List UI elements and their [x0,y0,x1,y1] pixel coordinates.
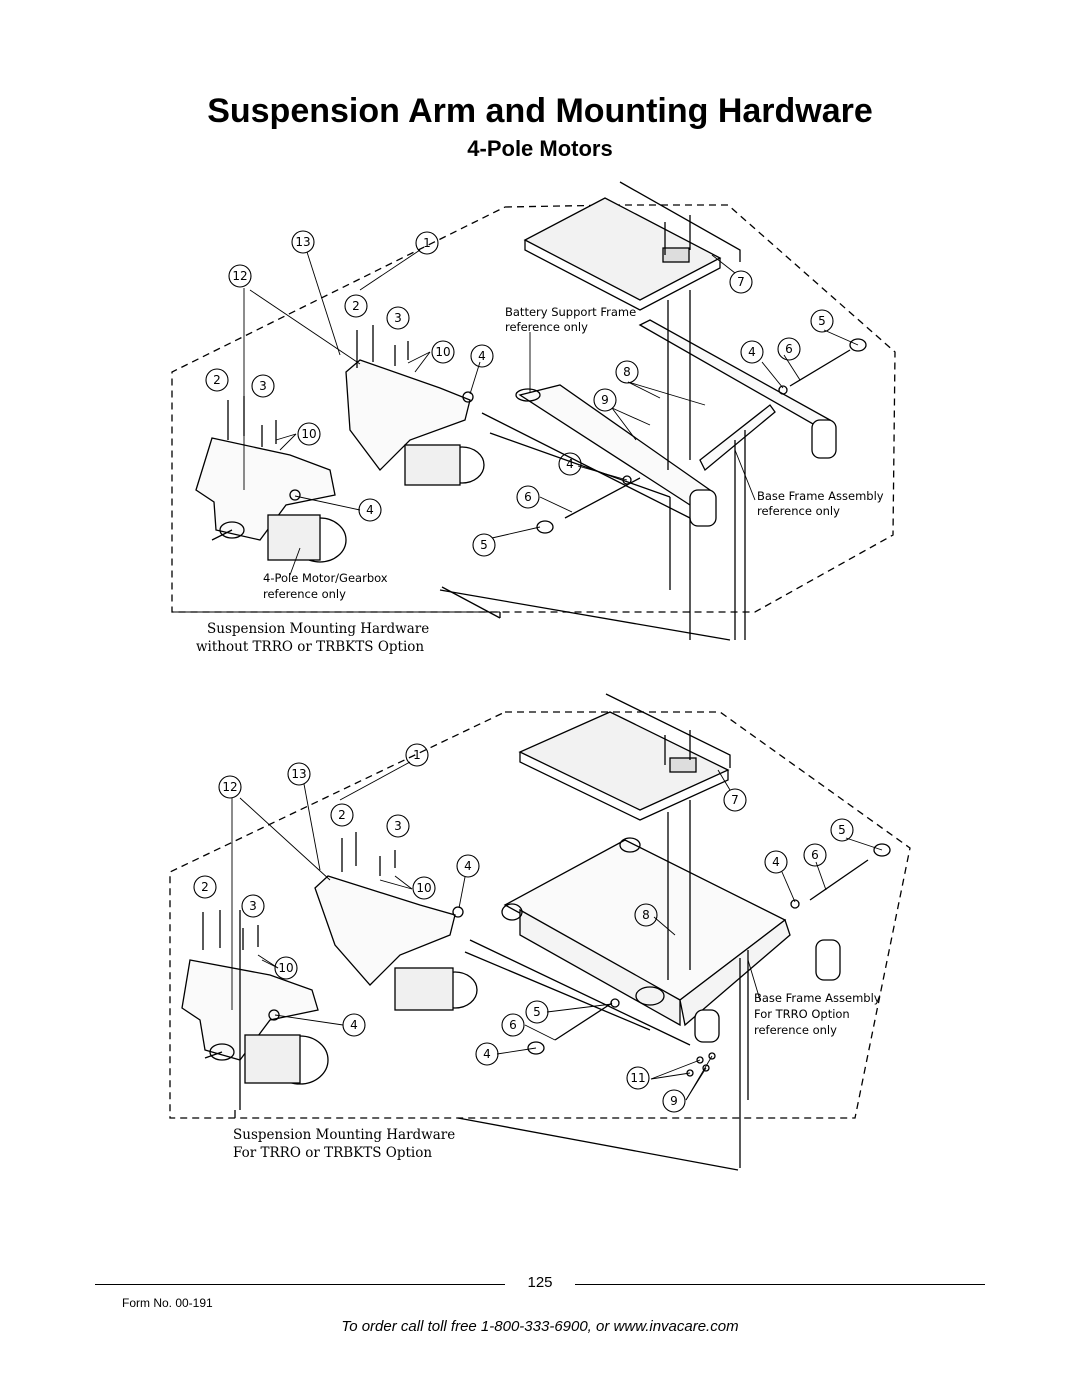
callout-4: 4 [748,345,756,359]
callout-10: 10 [278,961,293,975]
callouts-top [205,230,834,557]
ref-base-frame-trro-sub: reference only [754,1023,837,1037]
page-subtitle: 4-Pole Motors [467,136,613,161]
callout-4: 4 [566,457,574,471]
footer-rule-right [575,1284,985,1285]
callout-5: 5 [480,538,488,552]
callout-1: 1 [413,748,421,762]
callout-8: 8 [623,365,631,379]
ref-battery-frame-sub: reference only [505,320,588,334]
callout-3: 3 [394,311,402,325]
callout-9: 9 [601,393,609,407]
callout-7: 7 [731,793,739,807]
callout-4: 4 [464,859,472,873]
callouts-bottom [193,743,854,1113]
callout-2: 2 [338,808,346,822]
callout-5: 5 [533,1005,541,1019]
pivot-bolt-bottom-rear [809,859,869,901]
order-info: To order call toll free 1-800-333-6900, … [341,1318,739,1335]
caption-top-line2: without TRRO or TRBKTS Option [196,639,424,655]
callout-10: 10 [416,881,431,895]
motor-gearbox-top-right [345,359,485,486]
callout-10: 10 [301,427,316,441]
page-number: 125 [527,1274,553,1291]
base-frame-assembly-bottom [501,837,841,1043]
callout-10: 10 [435,345,450,359]
callout-7: 7 [737,275,745,289]
callout-11: 11 [630,1071,645,1085]
motor-gearbox-bottom-left [181,959,329,1085]
callout-5: 5 [838,823,846,837]
callout-12: 12 [232,269,247,283]
callout-3: 3 [249,899,257,913]
callout-1: 1 [423,236,431,250]
callout-4: 4 [772,855,780,869]
callout-6: 6 [785,342,793,356]
base-frame-assembly-top [515,319,837,527]
ref-base-frame-trro-label: Base Frame Assembly [754,991,881,1005]
callout-13: 13 [295,235,310,249]
dashed-outline-bottom [169,711,911,1119]
callout-4: 4 [483,1047,491,1061]
dashed-outline-top [171,204,896,613]
caption-bottom-line1: Suspension Mounting Hardware [233,1127,455,1143]
callout-6: 6 [509,1018,517,1032]
ref-base-frame-label: Base Frame Assembly [757,489,884,503]
callout-4: 4 [478,349,486,363]
form-number: Form No. 00-191 [122,1296,213,1310]
caption-top-line1: Suspension Mounting Hardware [207,621,429,637]
pivot-bolt-bottom-front [554,1002,613,1041]
battery-support-frame-bottom [518,693,731,821]
pivot-bolt-top-front [564,477,641,519]
callout-2: 2 [201,880,209,894]
callout-13: 13 [291,767,306,781]
page-title: Suspension Arm and Mounting Hardware [207,92,873,130]
callout-6: 6 [524,490,532,504]
footer-rule-left [95,1284,505,1285]
callout-8: 8 [642,908,650,922]
callout-12: 12 [222,780,237,794]
battery-support-frame-top [523,181,741,311]
ref-base-frame-trro-option: For TRRO Option [754,1007,850,1021]
callout-6: 6 [811,848,819,862]
callout-3: 3 [394,819,402,833]
callout-4: 4 [366,503,374,517]
caption-bottom-line2: For TRRO or TRBKTS Option [233,1145,432,1161]
ref-motor-sub: reference only [263,587,346,601]
callout-4: 4 [350,1018,358,1032]
callout-9: 9 [670,1094,678,1108]
callout-2: 2 [213,373,221,387]
ref-base-frame-sub: reference only [757,504,840,518]
motor-gearbox-bottom-right [314,875,478,1011]
motor-gearbox-top-left [195,437,347,563]
ref-battery-frame-label: Battery Support Frame [505,305,636,319]
ref-motor-label: 4-Pole Motor/Gearbox [263,571,388,585]
callout-5: 5 [818,314,826,328]
callout-2: 2 [352,299,360,313]
callout-3: 3 [259,379,267,393]
